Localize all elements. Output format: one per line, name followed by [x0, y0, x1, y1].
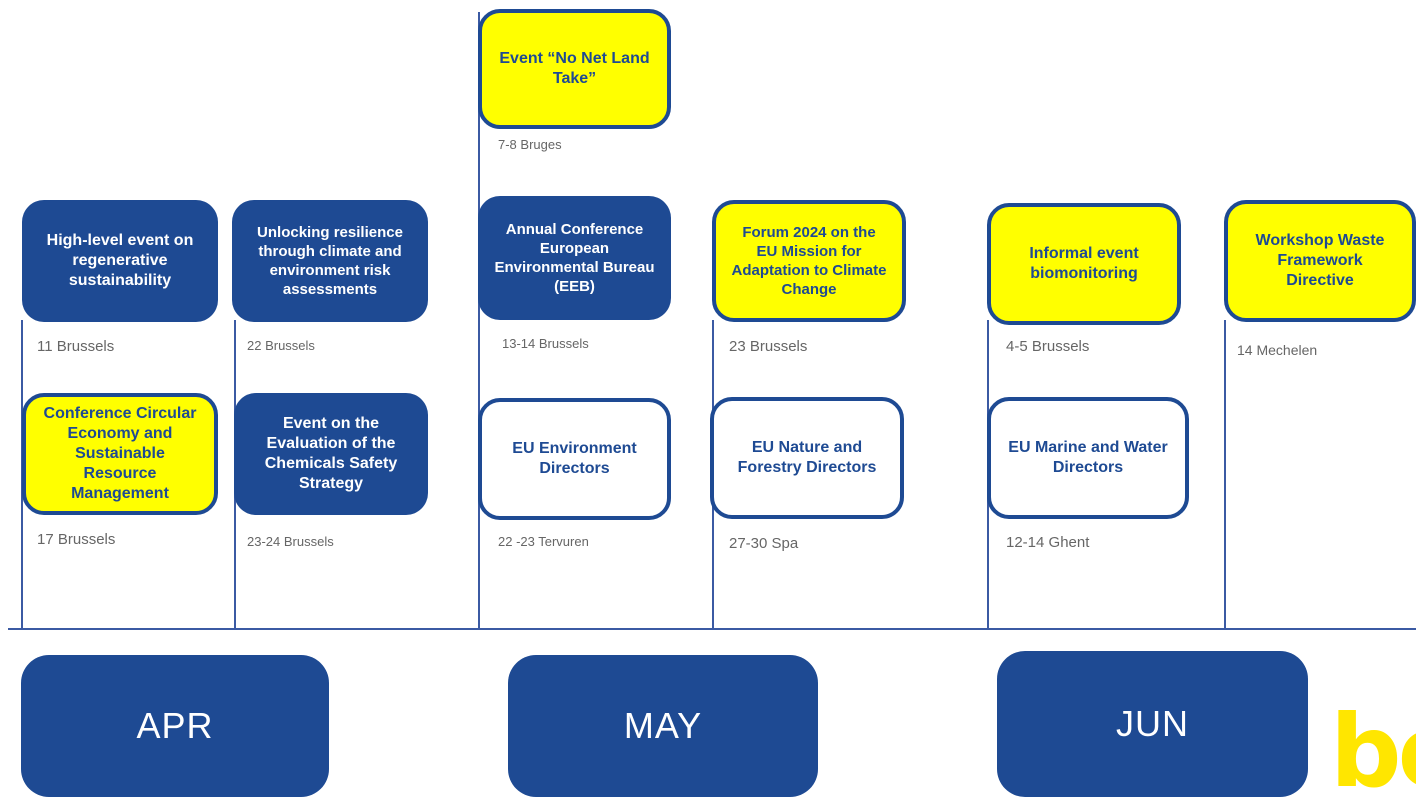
- event-date: 7-8 Bruges: [498, 137, 562, 152]
- event-title: EU Nature and Forestry Directors: [737, 439, 877, 476]
- event-card: Event “No Net Land Take”: [478, 9, 671, 129]
- event-date: 4-5 Brussels: [1006, 338, 1090, 355]
- timeline-connector: [1224, 320, 1226, 628]
- event-card: EU Marine and Water Directors: [987, 397, 1189, 519]
- event-date: 23 Brussels: [729, 338, 808, 355]
- event-card: Informal event biomonitoring: [987, 203, 1181, 325]
- event-card: EU Nature and Forestry Directors: [710, 397, 904, 519]
- event-card: Event on the Evaluation of the Chemicals…: [234, 393, 428, 515]
- event-card: Workshop Waste Framework Directive: [1224, 200, 1416, 322]
- brand-logo: be: [1330, 693, 1416, 810]
- month-label-apr: APR: [21, 655, 329, 797]
- month-label-jun: JUN: [997, 651, 1308, 797]
- event-date: 12-14 Ghent: [1006, 534, 1090, 551]
- event-card: EU Environment Directors: [478, 398, 671, 520]
- event-card: Annual Conference European Environmental…: [478, 196, 671, 320]
- event-card: Forum 2024 on the EU Mission for Adaptat…: [712, 200, 906, 322]
- event-title: Unlocking resilience through climate and…: [257, 224, 403, 298]
- event-date: 27-30 Spa: [729, 535, 799, 552]
- event-date: 22 Brussels: [247, 338, 315, 353]
- event-card: Unlocking resilience through climate and…: [232, 200, 428, 322]
- event-date: 11 Brussels: [37, 338, 115, 355]
- event-date: 13-14 Brussels: [502, 336, 589, 351]
- event-title: Workshop Waste Framework Directive: [1255, 232, 1385, 289]
- event-title: Informal event biomonitoring: [1029, 245, 1139, 282]
- event-card: Conference Circular Economy and Sustaina…: [22, 393, 218, 515]
- event-title: High-level event on regenerative sustain…: [46, 232, 194, 289]
- event-date: 17 Brussels: [37, 531, 116, 548]
- event-title: Annual Conference European Environmental…: [494, 221, 655, 295]
- event-title: EU Environment Directors: [512, 440, 637, 477]
- event-title: Event on the Evaluation of the Chemicals…: [264, 415, 398, 492]
- event-title: Conference Circular Economy and Sustaina…: [43, 405, 197, 502]
- event-date: 22 -23 Tervuren: [498, 534, 589, 549]
- event-card: High-level event on regenerative sustain…: [22, 200, 218, 322]
- event-date: 14 Mechelen: [1237, 342, 1318, 358]
- event-title: EU Marine and Water Directors: [1008, 439, 1168, 476]
- event-title: Event “No Net Land Take”: [499, 50, 650, 87]
- event-title: Forum 2024 on the EU Mission for Adaptat…: [731, 224, 887, 298]
- month-label-may: MAY: [508, 655, 818, 797]
- event-date: 23-24 Brussels: [247, 534, 334, 549]
- timeline-connector: [478, 12, 480, 628]
- timeline-axis: [8, 628, 1416, 630]
